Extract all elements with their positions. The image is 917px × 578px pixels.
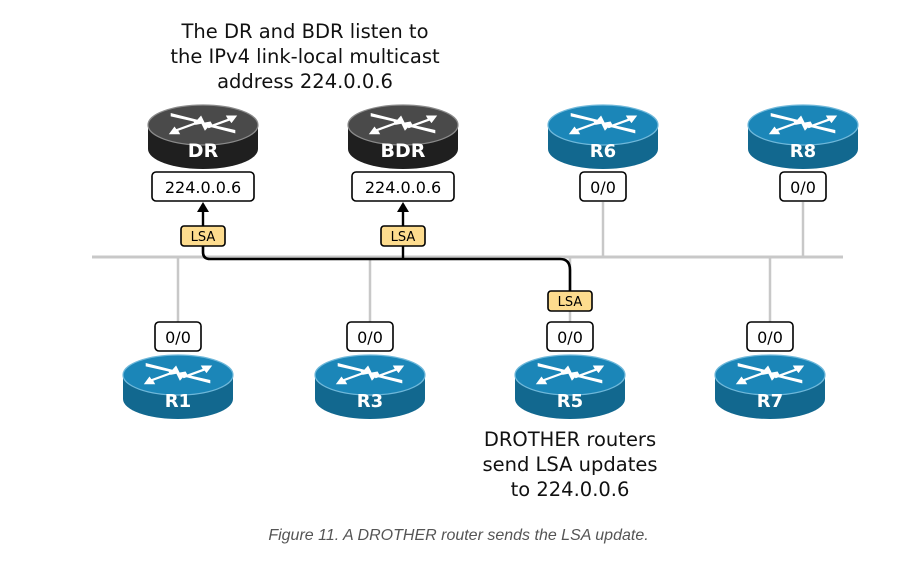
router-name-label: BDR xyxy=(381,140,426,162)
router-r5[interactable]: R5 xyxy=(514,354,626,419)
router-name-label: DR xyxy=(188,140,219,162)
lsa-path xyxy=(201,226,572,292)
lsa-badge-dr: LSA xyxy=(180,225,226,247)
svg-text:0/0: 0/0 xyxy=(590,178,616,197)
interface-label-r5: 0/0 xyxy=(546,321,594,352)
svg-text:0/0: 0/0 xyxy=(790,178,816,197)
router-r8[interactable]: R8 xyxy=(747,104,859,169)
svg-text:LSA: LSA xyxy=(191,230,216,245)
interface-label-r7: 0/0 xyxy=(746,321,794,352)
router-name-label: R5 xyxy=(557,391,583,412)
router-arrows-icon xyxy=(143,362,213,385)
router-r7[interactable]: R7 xyxy=(714,354,826,419)
router-name-label: R8 xyxy=(790,141,816,162)
router-arrows-icon xyxy=(735,362,805,385)
svg-text:0/0: 0/0 xyxy=(557,328,583,347)
router-r3[interactable]: R3 xyxy=(314,354,426,419)
note-dr-bdr-listen: The DR and BDR listen to the IPv4 link-l… xyxy=(170,20,440,93)
svg-text:LSA: LSA xyxy=(558,295,583,310)
note-drother-send: DROTHER routers send LSA updates to 224.… xyxy=(482,428,658,501)
router-bdr[interactable]: BDR xyxy=(347,104,459,169)
figure-caption: Figure 11. A DROTHER router sends the LS… xyxy=(268,527,649,544)
router-arrows-icon xyxy=(768,112,838,135)
interface-label-r8: 0/0 xyxy=(779,171,827,202)
router-r1[interactable]: R1 xyxy=(122,354,234,419)
svg-text:LSA: LSA xyxy=(391,230,416,245)
svg-text:0/0: 0/0 xyxy=(165,328,191,347)
lsa-badge-bdr: LSA xyxy=(380,225,426,247)
link-drops xyxy=(176,202,805,322)
interface-label-r6: 0/0 xyxy=(579,171,627,202)
svg-text:0/0: 0/0 xyxy=(357,328,383,347)
interface-label-dr: 224.0.0.6 xyxy=(151,171,255,202)
svg-text:224.0.0.6: 224.0.0.6 xyxy=(165,178,241,197)
router-arrows-icon xyxy=(535,362,605,385)
svg-text:0/0: 0/0 xyxy=(757,328,783,347)
arrowhead-dr xyxy=(197,202,209,212)
router-name-label: R6 xyxy=(590,141,616,162)
svg-text:224.0.0.6: 224.0.0.6 xyxy=(365,178,441,197)
router-r6[interactable]: R6 xyxy=(547,104,659,169)
interface-label-bdr: 224.0.0.6 xyxy=(351,171,455,202)
router-name-label: R7 xyxy=(757,391,783,412)
arrowhead-bdr xyxy=(397,202,409,212)
interface-label-r3: 0/0 xyxy=(346,321,394,352)
router-arrows-icon xyxy=(335,362,405,385)
router-name-label: R1 xyxy=(165,391,191,412)
router-name-label: R3 xyxy=(357,391,383,412)
router-arrows-icon xyxy=(368,112,438,135)
router-arrows-icon xyxy=(568,112,638,135)
router-dr[interactable]: DR xyxy=(147,104,259,169)
router-arrows-icon xyxy=(168,112,238,135)
interface-label-r1: 0/0 xyxy=(154,321,202,352)
lsa-badge-r5: LSA xyxy=(547,290,593,312)
